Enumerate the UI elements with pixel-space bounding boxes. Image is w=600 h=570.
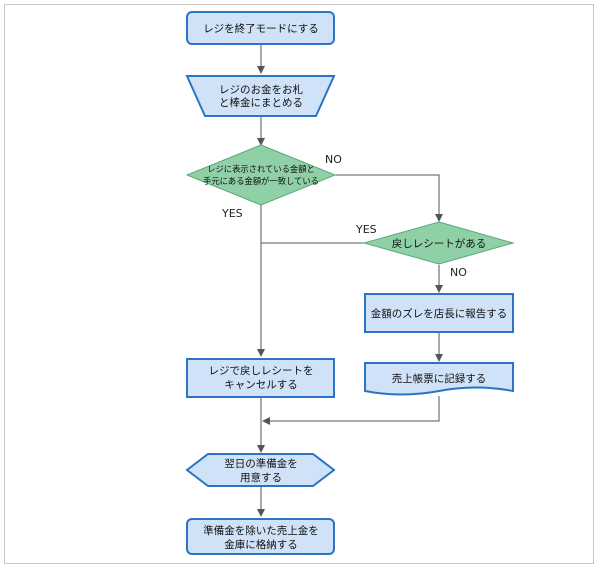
node-label-line2: と棒金にまとめる xyxy=(219,96,303,109)
node-label-line2: キャンセルする xyxy=(224,379,298,391)
connectors xyxy=(257,45,443,517)
edge-d1-d2 xyxy=(335,174,443,222)
node-label: 金額のズレを店長に報告する xyxy=(371,307,508,320)
decision-label: 戻しレシートがある xyxy=(392,237,487,250)
node-manual-bundle-cash: レジのお金をお札 と棒金にまとめる xyxy=(185,75,336,117)
decision-label-line2: 手元にある金額が一致している xyxy=(203,176,319,186)
decision-return-receipt: 戻しレシートがある xyxy=(362,221,515,265)
node-label-line1: 準備金を除いた売上金を xyxy=(203,524,319,537)
label-d2-no: NO xyxy=(450,266,467,279)
node-label-line1: レジのお金をお札 xyxy=(219,83,303,96)
node-label-line1: レジで戻しレシートを xyxy=(209,364,314,377)
node-store-sales: 準備金を除いた売上金を 金庫に格納する xyxy=(186,518,335,555)
node-label: 売上帳票に記録する xyxy=(392,372,487,385)
node-label-line2: 金庫に格納する xyxy=(224,538,298,551)
node-terminal-mode: レジを終了モードにする xyxy=(186,11,335,45)
decision-amount-match: レジに表示されている金額と 手元にある金額が一致している xyxy=(185,144,337,206)
label-d1-yes: YES xyxy=(221,207,243,220)
node-label: レジを終了モードにする xyxy=(203,22,319,35)
decision-label-line1: レジに表示されている金額と xyxy=(207,164,315,174)
node-report-manager: 金額のズレを店長に報告する xyxy=(364,293,514,333)
label-d2-yes: YES xyxy=(355,223,377,236)
node-cancel-receipt: レジで戻しレシートを キャンセルする xyxy=(186,358,335,398)
label-d1-no: NO xyxy=(325,153,342,166)
node-label-line2: 用意する xyxy=(240,471,282,484)
edge-n4-merge xyxy=(262,396,440,425)
node-record-ledger: 売上帳票に記録する xyxy=(364,362,514,396)
node-prepare-float: 翌日の準備金を 用意する xyxy=(185,453,336,487)
node-label-line1: 翌日の準備金を xyxy=(224,457,298,470)
